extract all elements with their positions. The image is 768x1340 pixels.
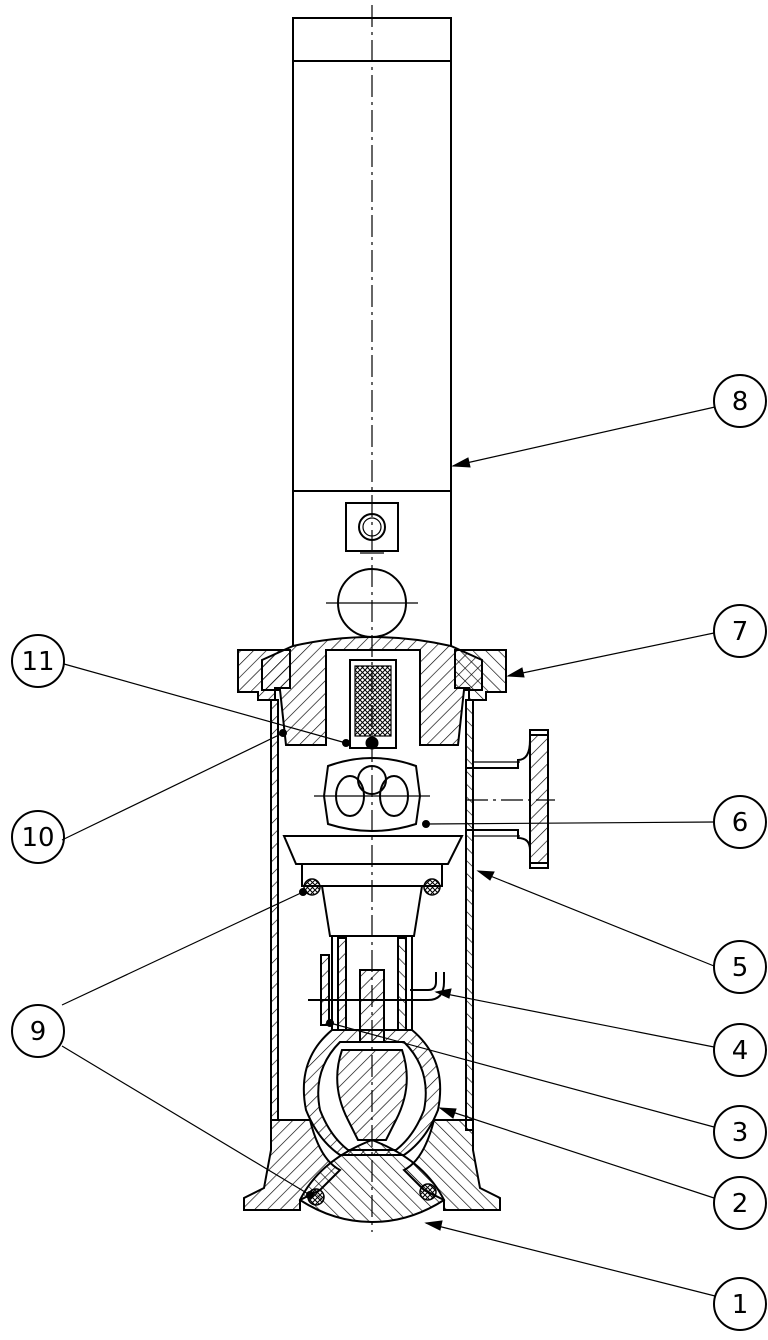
callout-label: 11 <box>21 647 54 677</box>
callout-1: 1 <box>713 1277 767 1331</box>
callout-label: 9 <box>30 1017 47 1047</box>
callout-label: 4 <box>732 1036 749 1066</box>
callout-label: 6 <box>732 808 749 838</box>
valve-plug <box>282 736 464 937</box>
callout-11: 11 <box>11 634 65 688</box>
callout-label: 10 <box>21 823 54 853</box>
callout-label: 7 <box>732 617 749 647</box>
callout-4: 4 <box>713 1023 767 1077</box>
callout-label: 3 <box>732 1118 749 1148</box>
callout-5: 5 <box>713 940 767 994</box>
callout-label: 1 <box>732 1290 749 1320</box>
stem-assembly <box>302 936 445 1156</box>
callout-2: 2 <box>713 1176 767 1230</box>
callout-10: 10 <box>11 810 65 864</box>
callout-3: 3 <box>713 1105 767 1159</box>
bonnet-clamp <box>237 636 507 749</box>
callout-7: 7 <box>713 604 767 658</box>
callout-label: 5 <box>732 953 749 983</box>
callout-6: 6 <box>713 795 767 849</box>
leader-lines <box>61 406 716 1297</box>
valve-base <box>243 1119 501 1224</box>
callout-9: 9 <box>11 1004 65 1058</box>
valve-housing <box>270 699 555 1131</box>
callout-label: 8 <box>732 387 749 417</box>
callout-8: 8 <box>713 374 767 428</box>
callout-label: 2 <box>732 1189 749 1219</box>
